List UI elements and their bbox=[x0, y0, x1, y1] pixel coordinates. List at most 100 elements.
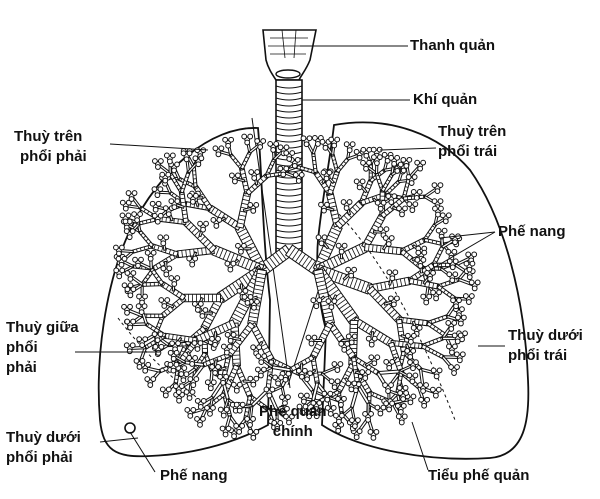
alveolus bbox=[321, 170, 326, 175]
alveolus bbox=[372, 336, 377, 341]
alveolus bbox=[236, 243, 241, 248]
alveolus bbox=[187, 356, 192, 361]
alveolus bbox=[254, 376, 259, 381]
alveolus bbox=[148, 383, 153, 388]
alveolus bbox=[353, 424, 358, 429]
alveolus bbox=[234, 423, 239, 428]
alveolus bbox=[347, 148, 352, 153]
alveolus bbox=[449, 327, 454, 332]
label-line: phổi phải bbox=[14, 147, 87, 167]
alveolus bbox=[411, 348, 416, 353]
alveolus bbox=[375, 405, 380, 410]
label-line: Thuỳ giữa bbox=[6, 318, 79, 338]
alveolus bbox=[322, 235, 327, 240]
alveolus bbox=[216, 336, 221, 341]
alveolus bbox=[158, 332, 163, 337]
alveolus bbox=[390, 401, 395, 406]
alveolus bbox=[126, 213, 131, 218]
alveolus bbox=[198, 221, 203, 226]
alveolus bbox=[156, 350, 161, 355]
alveolus bbox=[411, 189, 416, 194]
alveolus bbox=[425, 397, 430, 402]
alveolus bbox=[227, 344, 232, 349]
alveolus bbox=[139, 257, 144, 262]
alveolus bbox=[216, 364, 221, 369]
alveolus bbox=[346, 267, 351, 272]
alveolus bbox=[430, 387, 435, 392]
alveolus bbox=[217, 218, 222, 223]
alveolus bbox=[248, 202, 253, 207]
alveolus bbox=[317, 298, 322, 303]
alveolus bbox=[225, 332, 230, 337]
alveolus bbox=[200, 314, 205, 319]
alveolus bbox=[332, 362, 337, 367]
label-alveoli-bottom: Phế nang bbox=[160, 466, 228, 486]
alveolus bbox=[329, 379, 334, 384]
alveolus bbox=[271, 148, 276, 153]
alveolus bbox=[228, 338, 233, 343]
alveolus bbox=[137, 337, 142, 342]
alveolus bbox=[148, 256, 153, 261]
alveolus bbox=[125, 319, 130, 324]
alveolus bbox=[284, 151, 289, 156]
alveolus bbox=[350, 418, 355, 423]
alveolus bbox=[415, 258, 420, 263]
alveolus bbox=[354, 149, 359, 154]
alveolus bbox=[364, 153, 369, 158]
alveolus bbox=[326, 299, 331, 304]
alveolus bbox=[332, 299, 337, 304]
alveolus bbox=[255, 139, 260, 144]
alveolus bbox=[124, 229, 129, 234]
alveolus bbox=[366, 417, 371, 422]
alveolus bbox=[198, 404, 203, 409]
alveolus bbox=[319, 202, 324, 207]
alveolus bbox=[117, 251, 122, 256]
alveolus-marker bbox=[125, 423, 135, 433]
alveolus bbox=[411, 333, 416, 338]
alveolus bbox=[424, 300, 429, 305]
alveolus bbox=[188, 193, 193, 198]
alveolus bbox=[195, 416, 200, 421]
alveolus bbox=[446, 249, 451, 254]
alveolus bbox=[176, 390, 181, 395]
alveolus bbox=[292, 163, 297, 168]
alveolus bbox=[123, 206, 128, 211]
alveolus bbox=[179, 384, 184, 389]
alveolus bbox=[208, 411, 213, 416]
alveolus bbox=[467, 275, 472, 280]
alveolus bbox=[132, 212, 137, 217]
alveolus bbox=[340, 413, 345, 418]
alveolus bbox=[335, 137, 340, 142]
alveolus bbox=[225, 261, 230, 266]
alveolus bbox=[126, 191, 131, 196]
alveolus bbox=[352, 334, 357, 339]
alveolus bbox=[407, 202, 412, 207]
alveolus bbox=[408, 400, 413, 405]
alveolus bbox=[364, 166, 369, 171]
alveolus bbox=[239, 249, 244, 254]
alveolus bbox=[437, 290, 442, 295]
alveolus bbox=[198, 301, 203, 306]
alveolus bbox=[352, 381, 357, 386]
alveolus bbox=[124, 343, 129, 348]
alveolus bbox=[349, 273, 354, 278]
alveolus bbox=[413, 373, 418, 378]
alveolus bbox=[337, 419, 342, 424]
alveolus bbox=[425, 270, 430, 275]
alveolus bbox=[137, 364, 142, 369]
alveolus bbox=[372, 155, 377, 160]
alveolus bbox=[389, 383, 394, 388]
alveolus bbox=[407, 157, 412, 162]
alveolus bbox=[280, 395, 285, 400]
alveolus bbox=[174, 362, 179, 367]
alveolus bbox=[408, 339, 413, 344]
alveolus bbox=[237, 429, 242, 434]
alveolus bbox=[378, 411, 383, 416]
alveolus bbox=[378, 227, 383, 232]
alveolus bbox=[361, 147, 366, 152]
alveolus bbox=[119, 262, 124, 267]
alveolus bbox=[211, 218, 216, 223]
alveolus bbox=[383, 383, 388, 388]
alveolus bbox=[165, 298, 170, 303]
bronchus-ring bbox=[166, 218, 167, 223]
